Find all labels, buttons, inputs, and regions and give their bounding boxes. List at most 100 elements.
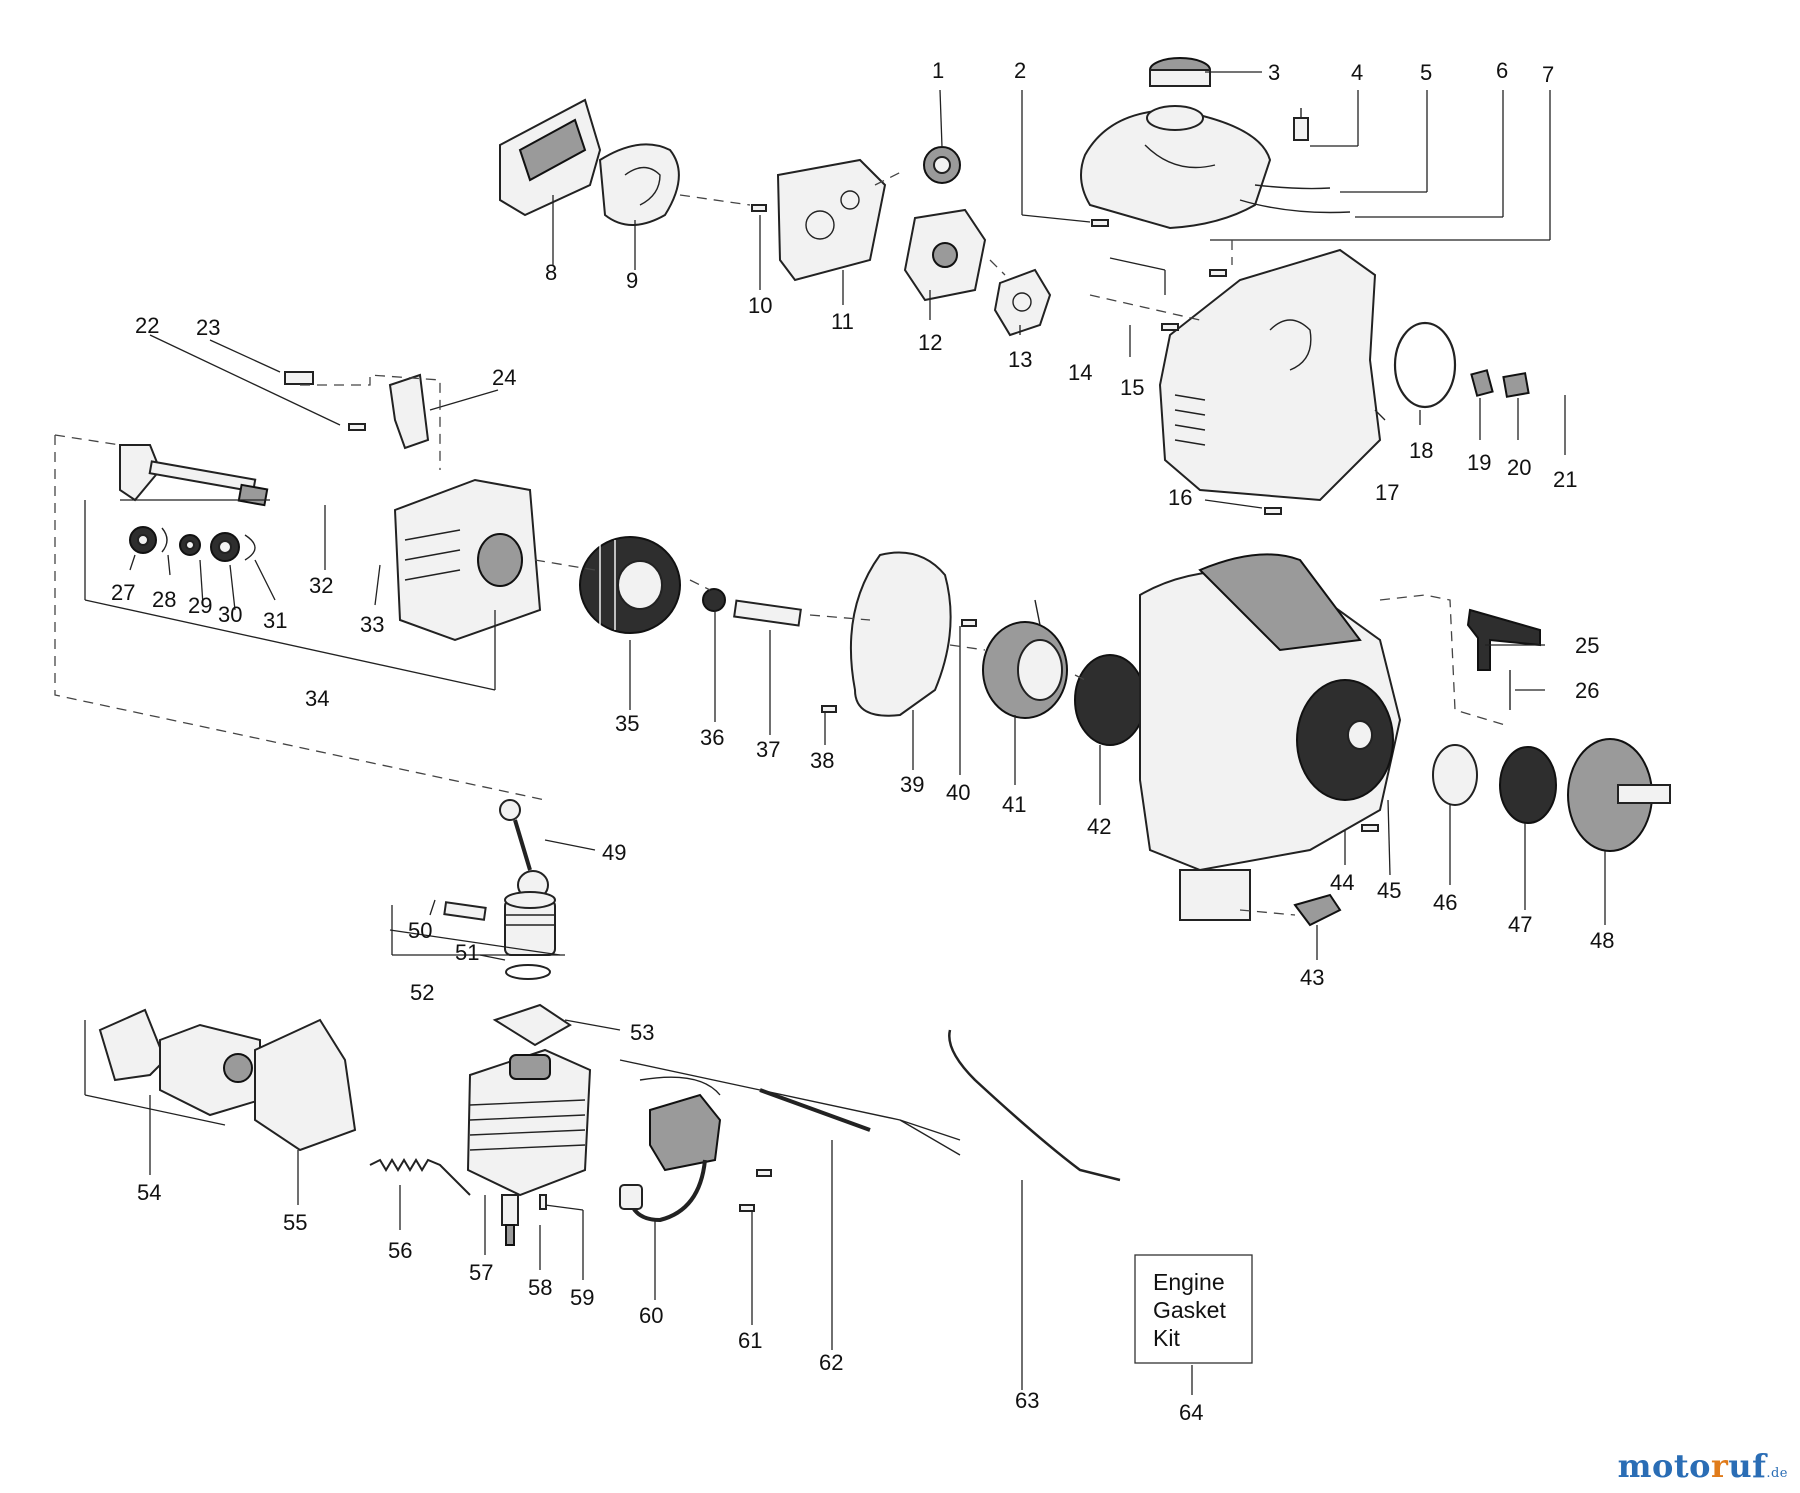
part-starter-housing — [1139, 553, 1402, 921]
part-label-44: 44 — [1330, 870, 1354, 895]
part-filter-element — [598, 143, 680, 226]
part-starter-handle — [1466, 608, 1541, 710]
part-filter-base — [776, 158, 887, 282]
part-pad-20 — [1502, 372, 1530, 398]
part-bearings — [129, 526, 256, 562]
part-crankshaft — [119, 444, 269, 507]
part-label-48: 48 — [1590, 928, 1614, 953]
part-gasket-plate — [254, 1018, 357, 1152]
part-pawl-plate — [1074, 654, 1146, 746]
part-label-61: 61 — [738, 1328, 762, 1353]
part-pad-19 — [1470, 369, 1494, 397]
part-clutch — [1499, 746, 1557, 824]
part-spring — [369, 1158, 471, 1196]
part-clutch-drum — [1567, 738, 1671, 852]
part-label-14: 14 — [1068, 360, 1092, 385]
part-label-31: 31 — [263, 608, 287, 633]
part-small-bracket — [284, 371, 314, 385]
part-label-11: 11 — [831, 309, 854, 334]
part-number-labels: 1 2 3 4 5 6 7 8 9 10 11 12 13 14 15 16 1… — [111, 58, 1614, 1425]
part-spark-plug — [501, 1194, 519, 1246]
part-label-55: 55 — [283, 1210, 307, 1235]
part-label-22: 22 — [135, 313, 159, 338]
part-crankcase — [393, 478, 542, 642]
part-primer-bulb — [923, 146, 961, 184]
part-label-15: 15 — [1120, 375, 1144, 400]
part-engine-housing — [1158, 248, 1382, 502]
part-label-42: 42 — [1087, 814, 1111, 839]
watermark-logo: motoruf.de — [1618, 1447, 1788, 1485]
part-piston — [504, 891, 556, 956]
part-washer-46 — [1432, 744, 1478, 806]
kit-label-line-1: Engine — [1153, 1269, 1225, 1295]
part-label-56: 56 — [388, 1238, 412, 1263]
part-flywheel — [579, 536, 681, 634]
part-label-26: 26 — [1575, 678, 1599, 703]
part-label-17: 17 — [1375, 480, 1399, 505]
part-label-62: 62 — [819, 1350, 843, 1375]
kit-frame — [1134, 1254, 1253, 1364]
part-piston-ring — [505, 964, 551, 980]
part-label-57: 57 — [469, 1260, 493, 1285]
part-pin — [733, 599, 802, 627]
part-label-6: 6 — [1496, 58, 1508, 83]
part-fuel-cap — [1149, 57, 1211, 87]
part-base-gasket — [492, 1003, 572, 1047]
part-label-54: 54 — [137, 1180, 161, 1205]
logo-part-3: uf — [1728, 1447, 1767, 1485]
part-carb-gasket — [993, 268, 1052, 337]
kit-label-line-2: Gasket — [1153, 1297, 1226, 1323]
part-label-10: 10 — [748, 293, 772, 318]
part-label-28: 28 — [152, 587, 176, 612]
part-label-27: 27 — [111, 580, 135, 605]
part-label-19: 19 — [1467, 450, 1491, 475]
part-label-13: 13 — [1008, 347, 1032, 372]
part-screws — [348, 204, 1379, 1212]
part-label-50: 50 — [408, 918, 432, 943]
part-label-25: 25 — [1575, 633, 1599, 658]
part-key — [1293, 893, 1342, 927]
part-label-30: 30 — [218, 602, 242, 627]
part-label-59: 59 — [570, 1285, 594, 1310]
part-o-ring — [1393, 321, 1457, 409]
part-label-33: 33 — [360, 612, 384, 637]
engine-gasket-kit-box: Engine Gasket Kit — [1134, 1254, 1253, 1364]
part-fuel-tank — [1080, 105, 1351, 230]
part-label-49: 49 — [602, 840, 626, 865]
part-label-29: 29 — [188, 593, 212, 618]
leader-lines — [84, 71, 1606, 1395]
part-label-5: 5 — [1420, 60, 1432, 85]
part-label-37: 37 — [756, 737, 780, 762]
part-label-20: 20 — [1507, 455, 1531, 480]
part-label-63: 63 — [1015, 1388, 1039, 1413]
part-wire-harness — [619, 1059, 961, 1156]
part-label-40: 40 — [946, 780, 970, 805]
part-label-36: 36 — [700, 725, 724, 750]
part-label-4: 4 — [1351, 60, 1363, 85]
logo-part-2: r — [1710, 1447, 1729, 1485]
part-washer-36 — [702, 588, 726, 612]
part-label-8: 8 — [545, 260, 557, 285]
logo-part-1: moto — [1617, 1447, 1711, 1485]
part-label-47: 47 — [1508, 912, 1532, 937]
part-label-3: 3 — [1268, 60, 1280, 85]
part-conrod — [499, 799, 549, 900]
part-carburetor — [903, 208, 987, 302]
part-label-35: 35 — [615, 711, 639, 736]
part-bracket — [388, 373, 430, 450]
part-label-52: 52 — [410, 980, 434, 1005]
part-label-51: 51 — [455, 940, 479, 965]
part-label-2: 2 — [1014, 58, 1026, 83]
part-label-18: 18 — [1409, 438, 1433, 463]
part-label-53: 53 — [630, 1020, 654, 1045]
part-ignition-coil — [619, 1093, 722, 1223]
part-label-41: 41 — [1002, 792, 1026, 817]
part-label-39: 39 — [900, 772, 924, 797]
part-label-46: 46 — [1433, 890, 1457, 915]
parts-drawing — [98, 57, 1671, 1246]
part-label-24: 24 — [492, 365, 516, 390]
part-fuel-filter — [1293, 108, 1309, 141]
part-label-45: 45 — [1377, 878, 1401, 903]
dashed-assembly-lines — [54, 169, 1506, 916]
